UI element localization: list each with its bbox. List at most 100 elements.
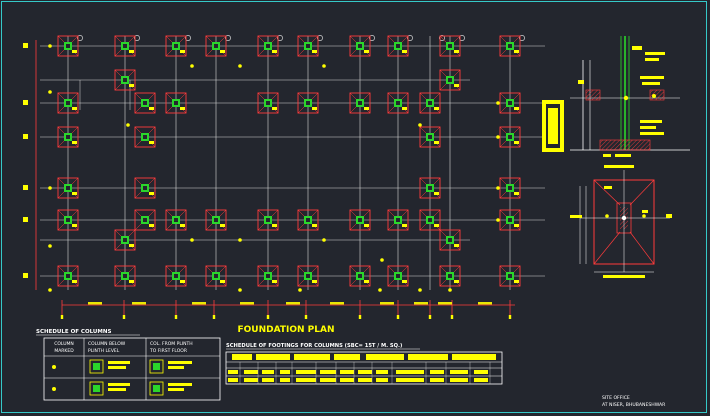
footing — [205, 209, 227, 231]
footing — [439, 265, 461, 287]
grid-bubble-top — [134, 35, 140, 41]
grid-marker-left — [23, 273, 28, 278]
footing-row-cell — [262, 370, 274, 374]
footing-row-cell — [358, 378, 372, 382]
col-header-1a: COLUMN — [54, 341, 74, 347]
grid-dot — [322, 64, 326, 68]
grid-marker-left — [23, 43, 28, 48]
dimension-text — [414, 302, 428, 305]
grid-dot — [322, 238, 326, 242]
structural-grid-lines — [35, 36, 545, 290]
footing — [134, 126, 156, 148]
grid-dot — [126, 123, 130, 127]
footing-row-cell — [430, 370, 444, 374]
footing-header-cell — [294, 354, 330, 360]
grid-dot — [238, 238, 242, 242]
dimension-text — [286, 302, 300, 305]
col-header-1b: MARKED — [54, 348, 74, 354]
grid-dot — [380, 258, 384, 262]
footing — [499, 177, 521, 199]
footing — [165, 265, 187, 287]
title-block-line1: SITE OFFICE — [602, 395, 630, 401]
footing-row-cell — [262, 378, 274, 382]
footing-header-cell — [452, 354, 496, 360]
footing — [165, 209, 187, 231]
dimension-text — [240, 302, 254, 305]
footing-row-cell — [340, 378, 354, 382]
footing-row-cell — [296, 378, 316, 382]
col-header-2b: PLINTH LEVEL — [88, 348, 120, 354]
dimension-marker — [212, 315, 216, 319]
grid-dot — [238, 64, 242, 68]
dimension-text — [88, 302, 102, 305]
footing-row-cell — [228, 378, 238, 382]
dimension-marker — [450, 315, 454, 319]
footing — [57, 177, 79, 199]
footing — [439, 229, 461, 251]
drawing-title: FOUNDATION PLAN — [237, 325, 334, 335]
footing — [439, 69, 461, 91]
footing-row-cell — [244, 370, 258, 374]
grid-dot — [496, 135, 500, 139]
footing-header-cell — [366, 354, 404, 360]
footing-row-cell — [474, 370, 488, 374]
grid-dot — [496, 186, 500, 190]
footing — [499, 92, 521, 114]
footing — [57, 265, 79, 287]
footing-header-cell — [256, 354, 290, 360]
footing — [134, 177, 156, 199]
grid-dot — [190, 238, 194, 242]
dimension-text — [132, 302, 146, 305]
footing — [297, 35, 319, 57]
footing — [205, 35, 227, 57]
col-header-3a: COL. FROM PLINTH — [150, 341, 193, 347]
footing — [57, 209, 79, 231]
column-footings — [48, 35, 521, 292]
col-header-3b: TO FIRST FLOOR — [149, 348, 187, 354]
dimension-marker — [122, 315, 126, 319]
grid-dot — [48, 44, 52, 48]
grid-bubble-top — [439, 35, 445, 41]
grid-bubble-top — [185, 35, 191, 41]
schedule-of-footings: SCHEDULE OF FOOTINGS FOR COLUMNS (SBC= 1… — [225, 343, 503, 385]
footing-row-cell — [396, 378, 424, 382]
footing-row-cell — [396, 370, 424, 374]
footing-header-cell — [408, 354, 448, 360]
footing — [439, 35, 461, 57]
grid-bubble-top — [407, 35, 413, 41]
dimension-marker — [266, 315, 270, 319]
footing — [165, 35, 187, 57]
footing — [349, 35, 371, 57]
footing-header-cell — [232, 354, 252, 360]
footing — [387, 265, 409, 287]
footing-row-cell — [376, 378, 388, 382]
footing — [297, 265, 319, 287]
dimension-marker — [428, 315, 432, 319]
grid-bubbles — [23, 35, 525, 278]
grid-bubble-top — [369, 35, 375, 41]
grid-marker-left — [23, 217, 28, 222]
footing — [349, 92, 371, 114]
dimension-marker — [304, 315, 308, 319]
footing — [165, 92, 187, 114]
footing — [57, 35, 79, 57]
grid-marker-left — [23, 185, 28, 190]
dimension-text — [192, 302, 206, 305]
dimension-text — [438, 302, 452, 305]
footing-row-cell — [376, 370, 388, 374]
grid-marker-left — [23, 100, 28, 105]
footing — [349, 265, 371, 287]
footing — [257, 265, 279, 287]
footing — [387, 92, 409, 114]
grid-dot — [298, 288, 302, 292]
footing-row-cell — [296, 370, 316, 374]
title-block-line2: AT NISER, BHUBANESHWAR — [602, 402, 666, 408]
footing — [114, 35, 136, 57]
schedule-of-columns: SCHEDULE OF COLUMNS COLUMN MARKED COLUMN… — [36, 329, 221, 401]
grid-dot — [496, 101, 500, 105]
footing — [114, 229, 136, 251]
grid-bubble-top — [225, 35, 231, 41]
footing — [499, 35, 521, 57]
dimension-marker — [60, 315, 64, 319]
footing-row-cell — [228, 370, 238, 374]
